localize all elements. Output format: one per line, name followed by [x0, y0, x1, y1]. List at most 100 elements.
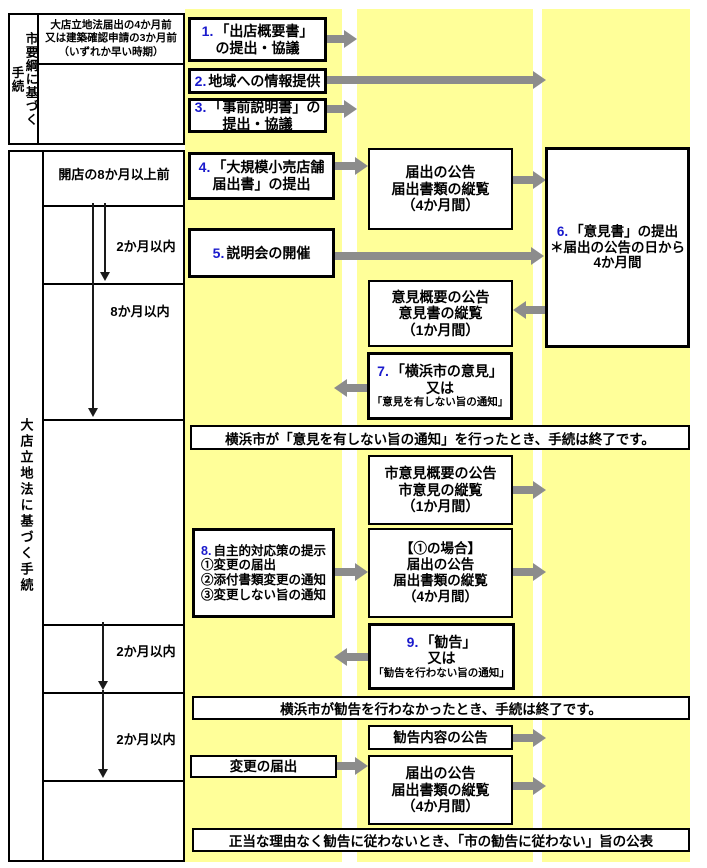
- step-9-box: 9.「勧告」 又は 「勧告を行わない旨の通知」: [368, 623, 515, 690]
- step-1-title: 「出店概要書」: [215, 22, 314, 39]
- announce-3-line3: （1か月間）: [401, 498, 480, 515]
- step-6-line1: 6.「意見書」の提出: [557, 224, 678, 240]
- section-large-store-law: 大店立地法に基づく手続: [8, 150, 185, 862]
- deadline-note: 大店立地法届出の4か月前 又は建築確認申請の3か月前 （いずれか早い時期）: [39, 15, 183, 65]
- step-9-line2: 又は: [427, 650, 456, 667]
- step-5-number: 5.: [212, 244, 225, 261]
- announce-5-line1: 勧告内容の公告: [393, 729, 488, 745]
- section-city-guideline: 市要綱に基づく手続 大店立地法届出の4か月前 又は建築確認申請の3か月前 （いず…: [8, 13, 185, 145]
- section-law-label: 大店立地法に基づく手続: [18, 418, 34, 594]
- step-1-line2: の提出・協議: [215, 39, 300, 56]
- step-4-box: 4.「大規模小売店舗 届出書」の提出: [188, 152, 335, 200]
- timeline-label-within-2-months-3: 2か月以内: [116, 732, 176, 747]
- step-8-line2: ①変更の届出: [201, 558, 277, 573]
- announce-case1-box: 【①の場合】 届出の公告 届出書類の縦覧 （4か月間）: [368, 528, 513, 618]
- announce-1-line2: 届出書類の縦覧: [391, 180, 490, 197]
- announce-1-line1: 届出の公告: [405, 164, 476, 181]
- step-8-line1: 8.自主的対応策の提示: [201, 544, 326, 559]
- step-6-line3: 4か月間: [593, 255, 642, 271]
- arrow-step9-left-icon: [334, 648, 368, 666]
- step-8-title: 自主的対応策の提示: [213, 543, 326, 558]
- step-1-box: 1.「出店概要書」 の提出・協議: [188, 17, 327, 62]
- section-city-label-cell: 市要綱に基づく手続: [9, 15, 38, 143]
- row-divider-2: [42, 283, 183, 285]
- step-5-line1: 5.説明会の開催: [213, 245, 311, 262]
- step-3-line1: 3.「事前説明書」の: [195, 99, 321, 116]
- step-4-line1: 4.「大規模小売店舗: [199, 159, 325, 176]
- step-8-line3: ②添付書類変更の通知: [201, 573, 327, 587]
- step-7-line2: 又は: [426, 379, 454, 396]
- timeline-arrow-2months-2-icon: [98, 622, 108, 690]
- announce-3-line2: 市意見の縦覧: [398, 481, 483, 498]
- step-2-number: 2.: [194, 72, 207, 89]
- change-notification-label: 変更の届出: [229, 758, 298, 774]
- arrow-step7-left-icon: [334, 379, 367, 397]
- arrow-step1-right-icon: [327, 30, 357, 48]
- deadline-note-line2: 又は建築確認申請の3か月前: [45, 32, 177, 45]
- announce-6-line1: 届出の公告: [405, 765, 476, 782]
- announce-notification-1-box: 届出の公告 届出書類の縦覧 （4か月間）: [368, 148, 513, 230]
- arrow-announce1-to-step6-icon: [513, 171, 546, 189]
- arrow-cityopinion-right-icon: [513, 481, 546, 499]
- step-6-line2: ＊届出の公告の日から: [550, 239, 685, 255]
- timeline-label-within-2-months-1: 2か月以内: [116, 239, 176, 254]
- section-law-divider: [42, 152, 44, 860]
- announce-6-line3: （4か月間）: [401, 798, 480, 815]
- notice-no-opinion-end: 横浜市が「意見を有しない旨の通知」を行ったとき、手続は終了です。: [190, 425, 690, 450]
- announce-2-line3: （1か月間）: [401, 321, 480, 338]
- announce-4-line2: 届出の公告: [406, 557, 475, 573]
- step-6-number: 6.: [556, 223, 569, 239]
- announce-4-line1: 【①の場合】: [400, 541, 481, 557]
- step-3-number: 3.: [194, 98, 207, 115]
- step-7-line1: 7.「横浜市の意見」: [377, 363, 503, 380]
- row-divider-3: [42, 419, 183, 421]
- arrow-step2-right-icon: [327, 71, 546, 89]
- row-divider-6: [42, 780, 183, 782]
- step-9-line3: 「勧告を行わない旨の通知」: [373, 666, 510, 679]
- step-3-title: 「事前説明書」の: [208, 98, 321, 115]
- arrow-step3-right-icon: [327, 100, 357, 118]
- arrow-kankoku-right-icon: [513, 729, 546, 747]
- timeline-label-within-2-months-2: 2か月以内: [116, 644, 176, 659]
- timeline-arrow-8months-icon: [88, 203, 98, 417]
- announce-4-line3: 届出書類の縦覧: [393, 573, 488, 588]
- step-1-line1: 1.「出店概要書」: [202, 23, 314, 40]
- step-4-title: 「大規模小売店舗: [212, 159, 325, 176]
- announce-2-line2: 意見書の縦覧: [398, 305, 483, 322]
- step-7-number: 7.: [377, 363, 389, 380]
- step-4-number: 4.: [198, 159, 211, 176]
- section-city-label: 市要綱に基づく手続: [9, 31, 38, 127]
- step-3-box: 3.「事前説明書」の 提出・協議: [188, 98, 327, 133]
- announce-city-opinion-box: 市意見概要の公告 市意見の縦覧 （1か月間）: [368, 455, 513, 525]
- step-9-line1: 9.「勧告」: [407, 634, 477, 651]
- change-notification-box: 変更の届出: [190, 755, 337, 778]
- arrow-change-to-announce-icon: [337, 757, 368, 775]
- step-4-line2: 届出書」の提出: [212, 176, 311, 192]
- arrow-case1-right-icon: [513, 563, 546, 581]
- arrow-announce3-right-icon: [513, 777, 546, 795]
- step-1-number: 1.: [201, 22, 214, 39]
- step-8-line4: ③変更しない旨の通知: [201, 587, 327, 602]
- timeline-label-within-8-months: 8か月以内: [110, 304, 170, 319]
- announce-4-line4: （4か月間）: [402, 588, 478, 604]
- step-9-number: 9.: [406, 633, 419, 650]
- step-7-title: 「横浜市の意見」: [390, 363, 503, 380]
- row-divider-5: [42, 692, 183, 694]
- announce-3-line1: 市意見概要の公告: [384, 465, 497, 482]
- announce-notification-2-box: 届出の公告 届出書類の縦覧 （4か月間）: [368, 755, 513, 825]
- announce-6-line2: 届出書類の縦覧: [391, 781, 490, 798]
- step-6-title: 「意見書」の提出: [570, 223, 679, 239]
- step-2-box: 2.地域への情報提供: [188, 68, 327, 94]
- step-2-title: 地域への情報提供: [208, 72, 321, 89]
- timeline-arrow-2months-1-icon: [100, 203, 110, 281]
- step-8-number: 8.: [201, 543, 212, 558]
- notice-no-recommendation-end: 横浜市が勧告を行わなかったとき、手続は終了です。: [192, 696, 690, 720]
- arrow-step4-to-announce-icon: [335, 157, 368, 175]
- arrow-step6-to-opinion-icon: [513, 301, 547, 319]
- step-5-title: 説明会の開催: [226, 244, 311, 261]
- arrow-step8-right-icon: [335, 563, 368, 581]
- section-law-label-cell: 大店立地法に基づく手続: [10, 152, 42, 860]
- announce-2-line1: 意見概要の公告: [391, 288, 490, 305]
- announce-recommendation-box: 勧告内容の公告: [368, 725, 513, 750]
- deadline-note-line3: （いずれか早い時期）: [58, 45, 164, 58]
